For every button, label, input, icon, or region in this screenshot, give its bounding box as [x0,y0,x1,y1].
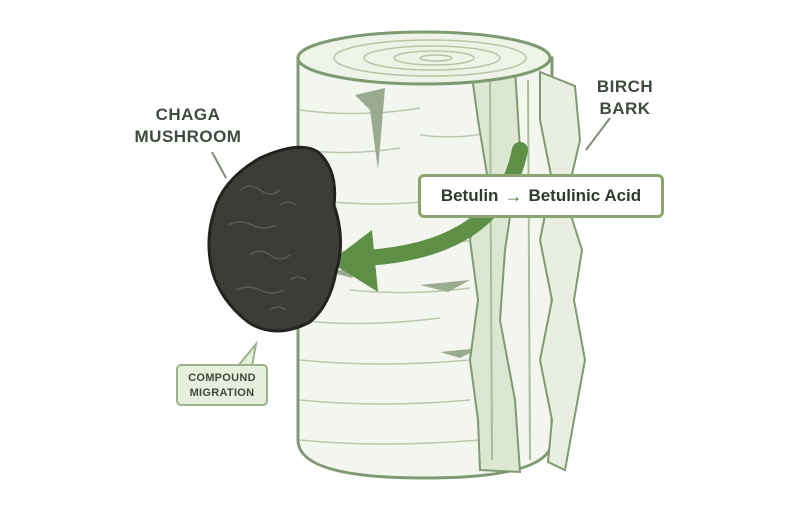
chaga-label-line-1: CHAGA [155,105,221,124]
birch-label-line-2: BARK [599,99,651,118]
birch-log [296,30,587,480]
migration-arrowhead [330,230,378,292]
birch-label-line-1: BIRCH [596,77,654,96]
formula-source: Betulin [440,186,499,205]
callout-line-2: MIGRATION [189,387,255,399]
callout-pointer [235,340,258,367]
formula-product: Betulinic Acid [528,186,642,205]
conversion-formula-box: Betulin → Betulinic Acid [418,174,664,218]
birch-bark-label: BIRCH BARK [570,76,680,120]
chaga-mushroom [207,145,343,333]
chaga-label-line-2: MUSHROOM [134,127,242,146]
compound-migration-callout: COMPOUND MIGRATION [176,364,268,406]
migration-arrow [357,142,528,266]
callout-line-1: COMPOUND [188,372,256,384]
formula-arrow-icon: → [504,185,523,206]
chaga-mushroom-label: CHAGA MUSHROOM [108,104,268,148]
chaga-leader-line [211,151,227,179]
tree-rings [333,39,527,77]
birch-leader-line [585,117,611,151]
